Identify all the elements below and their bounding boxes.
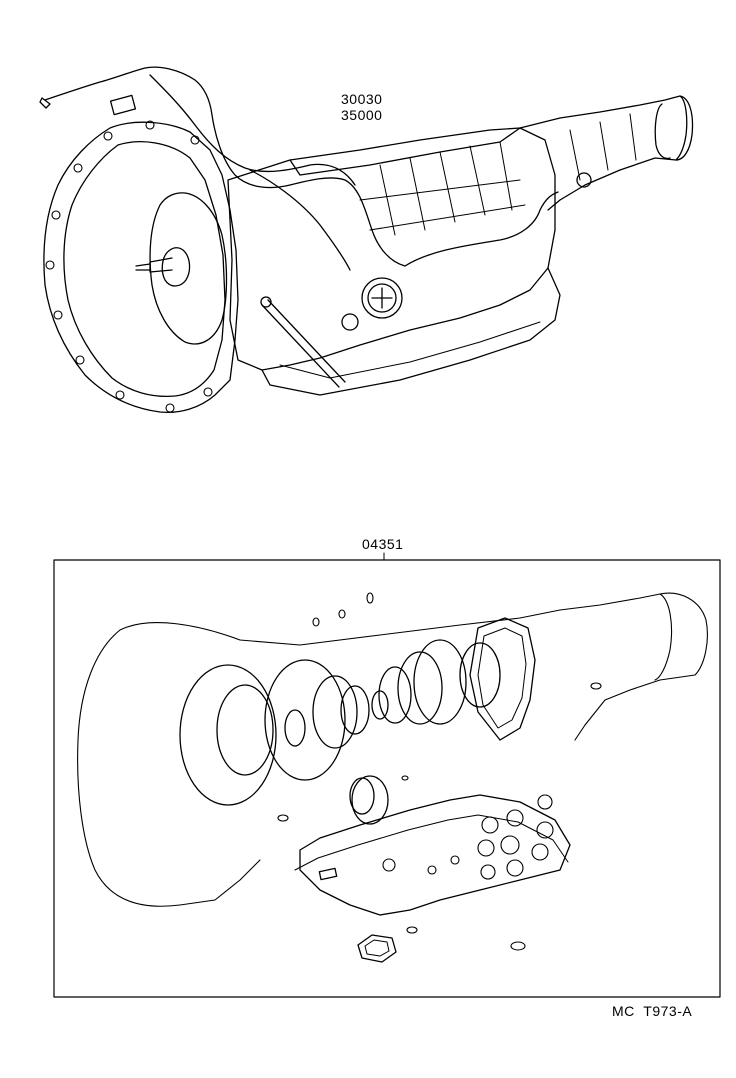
oil-pan bbox=[262, 268, 560, 395]
valve-body-gasket bbox=[300, 795, 570, 915]
transmission-assembly-drawing bbox=[40, 67, 693, 412]
phantom-output bbox=[655, 594, 672, 680]
case-top-ridge bbox=[290, 128, 520, 175]
extension-ribs bbox=[570, 114, 636, 180]
input-shaft bbox=[136, 248, 190, 286]
part-number-30030: 30030 bbox=[341, 91, 383, 107]
sensor-cable bbox=[405, 192, 558, 266]
flange-bolt-holes bbox=[46, 121, 212, 412]
wire-harness bbox=[45, 67, 405, 266]
part-number-04351: 04351 bbox=[362, 536, 404, 552]
speed-sensor bbox=[362, 278, 402, 318]
bell-housing-inner bbox=[64, 142, 225, 397]
converter-opening bbox=[150, 193, 226, 344]
transmission-case bbox=[228, 128, 555, 370]
oil-pan-lip bbox=[280, 322, 540, 378]
wire-harness-2 bbox=[150, 75, 355, 185]
harness-connector bbox=[111, 95, 136, 114]
filter-gasket-inner bbox=[365, 940, 389, 956]
wire-harness-3 bbox=[250, 170, 350, 270]
case-ribs bbox=[360, 142, 525, 235]
kit-frame bbox=[54, 560, 720, 997]
plate-holes bbox=[383, 795, 553, 879]
solenoid-connector bbox=[577, 173, 591, 187]
filter-gasket bbox=[358, 935, 396, 962]
output-flange bbox=[655, 96, 687, 160]
small-o-rings bbox=[278, 593, 601, 950]
valve-body-gasket-2 bbox=[295, 815, 568, 870]
drain-plug bbox=[342, 314, 358, 330]
extension-housing bbox=[520, 96, 693, 210]
bell-housing-flange bbox=[44, 122, 238, 412]
phantom-case-outline bbox=[78, 593, 708, 906]
pump-gasket-inner bbox=[478, 628, 526, 728]
seal-rings bbox=[180, 640, 500, 805]
part-number-35000: 35000 bbox=[341, 107, 383, 123]
shift-rod bbox=[262, 300, 345, 387]
diagram-code: MC T973-A bbox=[612, 1003, 693, 1019]
gasket-kit-drawing bbox=[54, 553, 720, 997]
cable-end bbox=[40, 98, 50, 108]
pump-gasket bbox=[470, 618, 535, 740]
plate-slot bbox=[319, 868, 336, 879]
shift-rod-end bbox=[261, 297, 271, 307]
accumulator-cup bbox=[350, 776, 388, 824]
